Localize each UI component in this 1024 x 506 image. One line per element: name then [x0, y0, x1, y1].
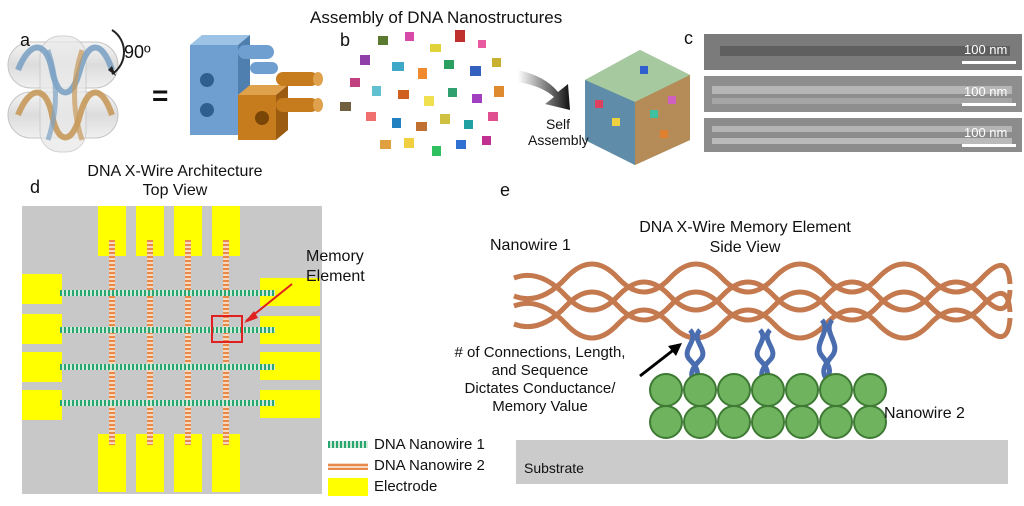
- dna-nanowire-1: [60, 327, 275, 333]
- rotation-arrowhead: [108, 66, 116, 76]
- dna-nanowire-1: [60, 400, 275, 406]
- equals-sign: =: [152, 80, 169, 111]
- memory-element-highlight: [211, 315, 243, 343]
- legend-swatch-electrode: [328, 478, 368, 496]
- dna-nanowire-1: [60, 364, 275, 370]
- annotation-line: # of Connections, Length,: [454, 344, 626, 361]
- self-assembly-label: Self Assembly: [528, 116, 589, 149]
- nanowire-2-cross-section: [649, 373, 887, 439]
- assembled-dna-structure: [585, 50, 690, 165]
- panel-e-title-line1: DNA X-Wire Memory Element: [639, 219, 851, 236]
- panel-label-e: e: [500, 180, 511, 200]
- tem-micrographs: [704, 34, 1022, 152]
- substrate: [516, 440, 1008, 484]
- figure-header-title: Assembly of DNA Nanostructures: [310, 8, 563, 27]
- rotation-arrow: [111, 29, 125, 75]
- panel-label-b: b: [340, 30, 351, 50]
- annotation-line: and Sequence: [491, 362, 589, 379]
- self-assembly-arrow: [518, 70, 570, 110]
- panel-d-title-line2: Top View: [142, 182, 208, 199]
- scale-bar-label: 100 nm: [964, 42, 1008, 57]
- legend-label-wire2: DNA Nanowire 2: [374, 457, 485, 474]
- dna-nanowire-2: [185, 240, 191, 445]
- nanowire-2-label: Nanowire 2: [884, 405, 965, 422]
- electrode: [22, 314, 62, 344]
- dna-nanowire-2: [147, 240, 153, 445]
- panel-label-d: d: [30, 177, 41, 197]
- electrode: [22, 390, 62, 420]
- memory-element-label-line2: Element: [306, 268, 365, 285]
- annotation-line: Dictates Conductance/: [464, 380, 616, 397]
- nanowire-1-helix: [513, 261, 1013, 341]
- legend-swatch-wire2: [328, 463, 368, 470]
- panel-d-title-line1: DNA X-Wire Architecture: [87, 163, 263, 180]
- electrode: [22, 352, 62, 382]
- dna-cylinder-model: [7, 35, 119, 153]
- memory-element-pointer-head: [244, 311, 258, 323]
- dna-nanowire-2: [109, 240, 115, 445]
- dna-block-model: [190, 35, 323, 140]
- rotation-angle-label: 90º: [124, 42, 151, 62]
- panel-label-a: a: [20, 30, 31, 50]
- panel-label-c: c: [684, 28, 693, 48]
- annotation-arrow: [639, 346, 677, 378]
- dna-brick-scatter: [340, 30, 504, 156]
- substrate-label: Substrate: [524, 460, 584, 476]
- annotation-arrowhead: [668, 343, 682, 356]
- scale-bar-label: 100 nm: [964, 84, 1008, 99]
- dna-nanowire-1: [60, 290, 275, 296]
- memory-element-label-line1: Memory: [306, 248, 364, 265]
- legend-label-wire1: DNA Nanowire 1: [374, 436, 485, 453]
- scale-bar-label: 100 nm: [964, 125, 1008, 140]
- electrode: [22, 274, 62, 304]
- annotation-line: Memory Value: [492, 398, 588, 415]
- board-background: [22, 206, 322, 494]
- legend-swatch-wire1: [328, 441, 368, 448]
- nanowire-1-label: Nanowire 1: [490, 237, 571, 254]
- panel-e-title-line2: Side View: [709, 239, 781, 256]
- legend-label-electrode: Electrode: [374, 478, 438, 495]
